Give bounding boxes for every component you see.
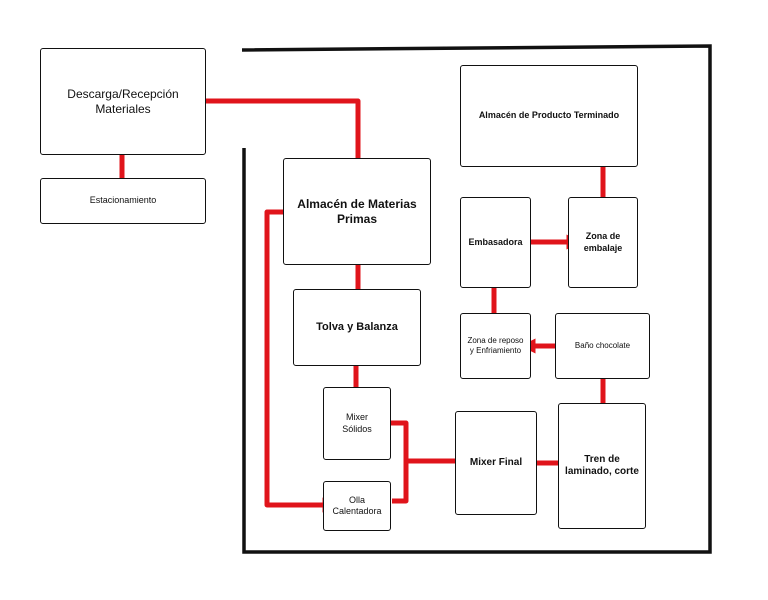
node-descarga: Descarga/Recepción Materiales	[40, 48, 206, 155]
node-label: Zona de reposo y Enfriamiento	[467, 336, 524, 355]
node-bano-chocolate: Baño chocolate	[555, 313, 650, 379]
node-mixer-solidos: Mixer Sólidos	[323, 387, 391, 460]
node-label: Descarga/Recepción Materiales	[67, 86, 179, 116]
node-label: Almacén de Producto Terminado	[478, 110, 620, 121]
node-almacen-materias-primas: Almacén de Materias Primas	[283, 158, 431, 265]
node-label: Zona de embalaje	[583, 231, 623, 253]
node-zona-embalaje: Zona de embalaje	[568, 197, 638, 288]
node-embasadora: Embasadora	[460, 197, 531, 288]
node-label: Olla Calentadora	[332, 494, 382, 516]
arrow-descarga-to-almacen	[192, 98, 366, 180]
building-wall	[241, 44, 712, 554]
node-label: Estacionamiento	[89, 195, 157, 206]
node-label: Almacén de Materias Primas	[297, 196, 417, 226]
node-label: Mixer Final	[469, 456, 523, 468]
arrow-mixers-to-mixer-final	[384, 420, 464, 504]
node-zona-reposo: Zona de reposo y Enfriamiento	[460, 313, 531, 379]
node-almacen-producto-terminado: Almacén de Producto Terminado	[460, 65, 638, 167]
node-tolva-balanza: Tolva y Balanza	[293, 289, 421, 366]
node-mixer-final: Mixer Final	[455, 411, 537, 515]
node-estacionamiento: Estacionamiento	[40, 178, 206, 224]
arrow-almacen-to-olla	[264, 209, 338, 513]
node-label: Mixer Sólidos	[342, 412, 372, 434]
node-label: Tren de laminado, corte	[565, 453, 639, 478]
node-olla-calentadora: Olla Calentadora	[323, 481, 391, 531]
node-label: Tolva y Balanza	[316, 320, 398, 333]
node-label: Baño chocolate	[574, 341, 631, 350]
node-label: Embasadora	[468, 236, 523, 247]
node-tren-laminado: Tren de laminado, corte	[558, 403, 646, 529]
